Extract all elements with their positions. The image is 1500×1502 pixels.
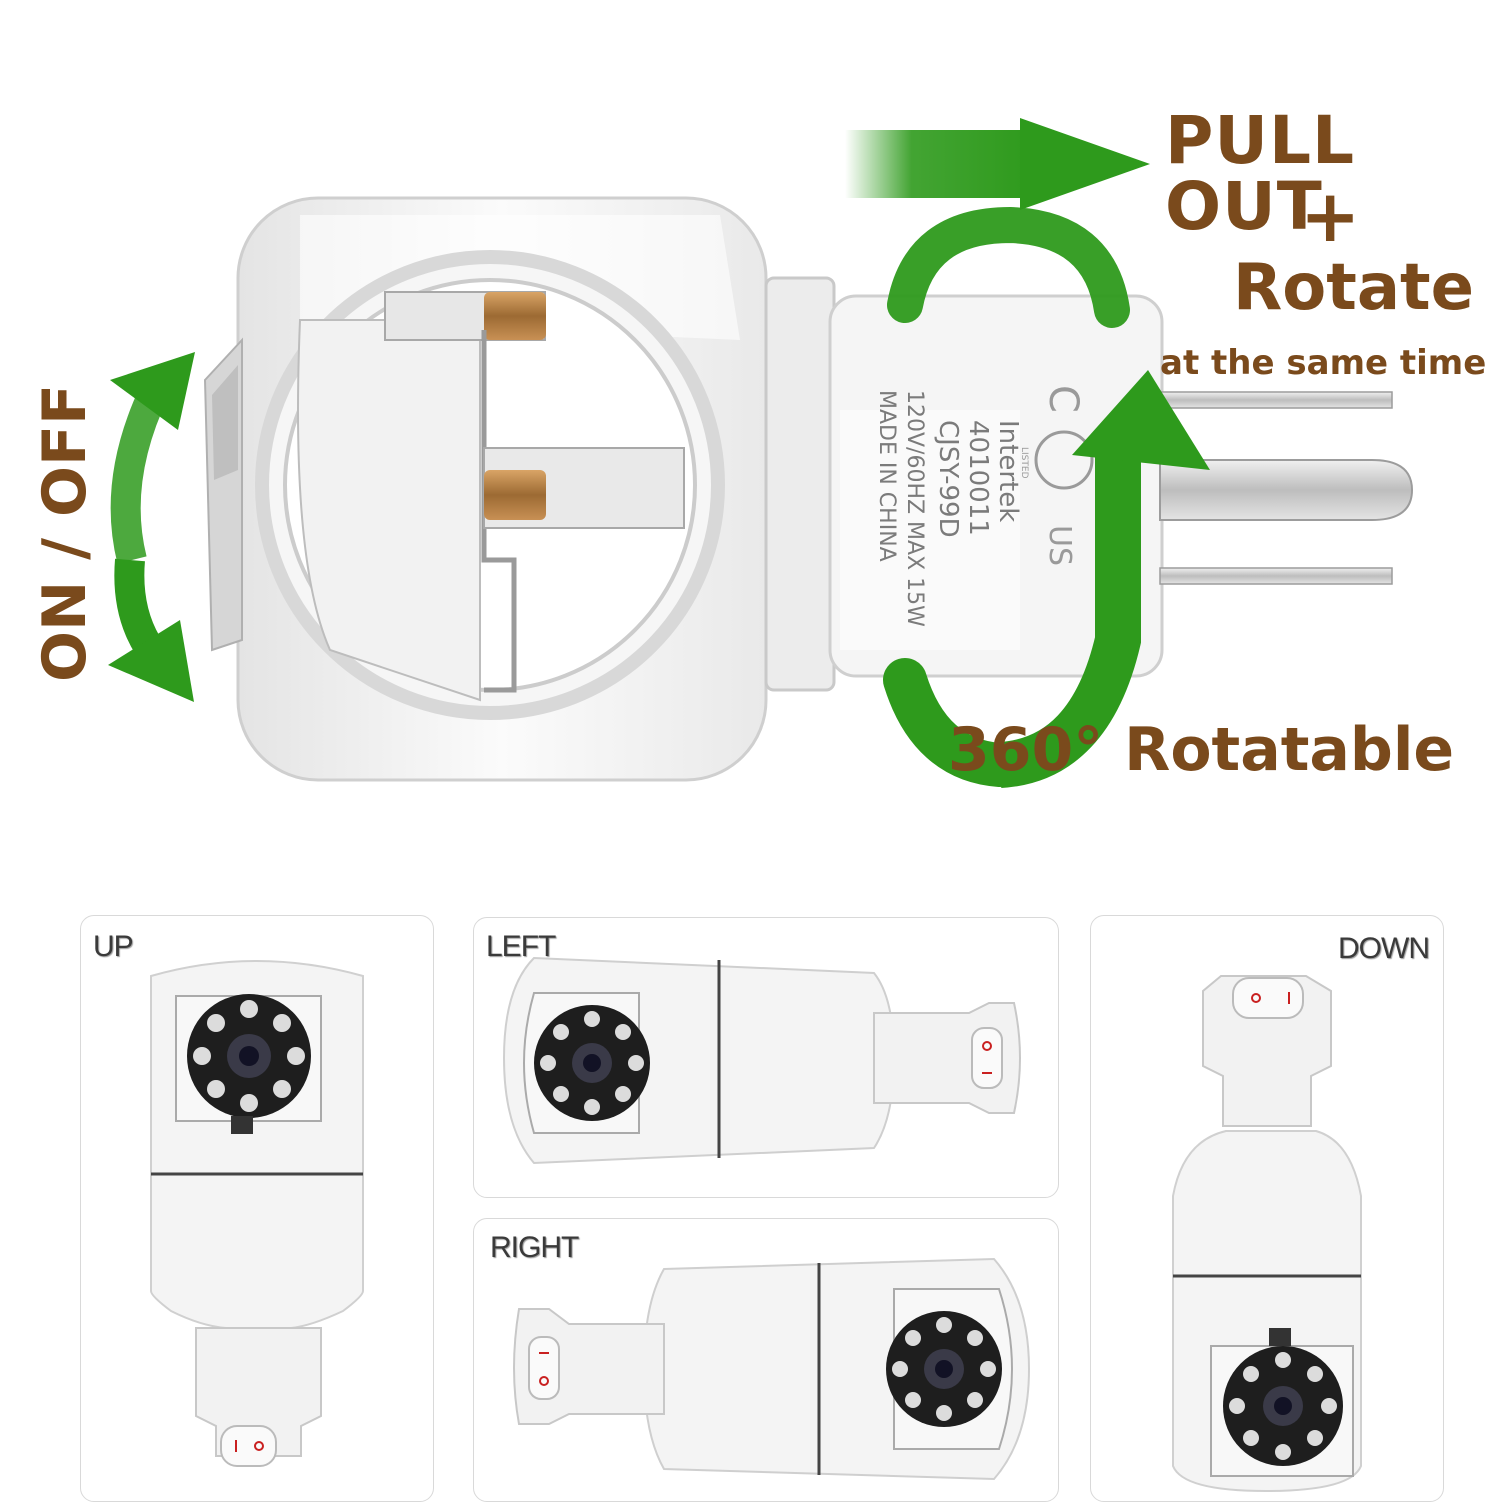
plug-markings: Intertek 4010011 CJSY-99D 120V/60HZ MAX … (874, 390, 1023, 627)
marking-brand: Intertek (993, 420, 1023, 522)
switch-down-icon (1232, 977, 1304, 1019)
panel-right: RIGHT (473, 1218, 1059, 1502)
panel-up-label: UP (93, 930, 134, 963)
camera-bulb-down-image (1172, 975, 1362, 1493)
panel-right-label: RIGHT (490, 1231, 579, 1264)
cert-left: C (1040, 385, 1086, 413)
panel-down: DOWN (1090, 915, 1444, 1502)
panel-down-label: DOWN (1338, 932, 1430, 965)
cert-logo: C LISTED US (1019, 385, 1094, 566)
on-off-label: ON / OFF (30, 384, 100, 682)
marking-model: CJSY-99D (933, 420, 963, 538)
contact-top-icon (484, 292, 546, 340)
switch-up-icon (220, 1425, 277, 1467)
rotate-label: Rotate (1233, 251, 1475, 325)
camera-bulb-up-image (150, 960, 364, 1467)
contact-bottom-icon (484, 470, 546, 520)
socket-adapter-illustration: Intertek 4010011 CJSY-99D 120V/60HZ MAX … (108, 118, 1414, 788)
cert-right: US (1042, 525, 1077, 566)
marking-rating: 120V/60HZ MAX 15W (902, 390, 927, 627)
pull-out-label: PULL OUT (1165, 102, 1356, 245)
on-off-arrow-icon (108, 352, 195, 702)
plug-body (764, 276, 1164, 692)
plug-prongs (1159, 391, 1414, 585)
camera-bulb-right-image (513, 1257, 1031, 1481)
marking-origin: MADE IN CHINA (874, 390, 899, 562)
rotate-ring-arrow-icon (883, 206, 1210, 788)
switch-right-icon (528, 1336, 560, 1400)
camera-bulb-left-image (502, 956, 1021, 1165)
pull-out-arrow-icon (845, 118, 1150, 210)
same-time-label: at the same time (1160, 343, 1487, 383)
on-off-label-wrap: ON / OFF (30, 384, 100, 682)
marking-number: 4010011 (963, 420, 993, 536)
switch-left-icon (971, 1027, 1003, 1089)
cert-listed: LISTED (1019, 447, 1029, 479)
panel-up: UP (80, 915, 434, 1502)
socket-opening (255, 250, 725, 720)
plus-label: + (1300, 174, 1361, 258)
rocker-switch[interactable] (203, 337, 243, 652)
panel-left: LEFT (473, 917, 1059, 1198)
rotatable-label: 360° Rotatable (948, 715, 1455, 785)
